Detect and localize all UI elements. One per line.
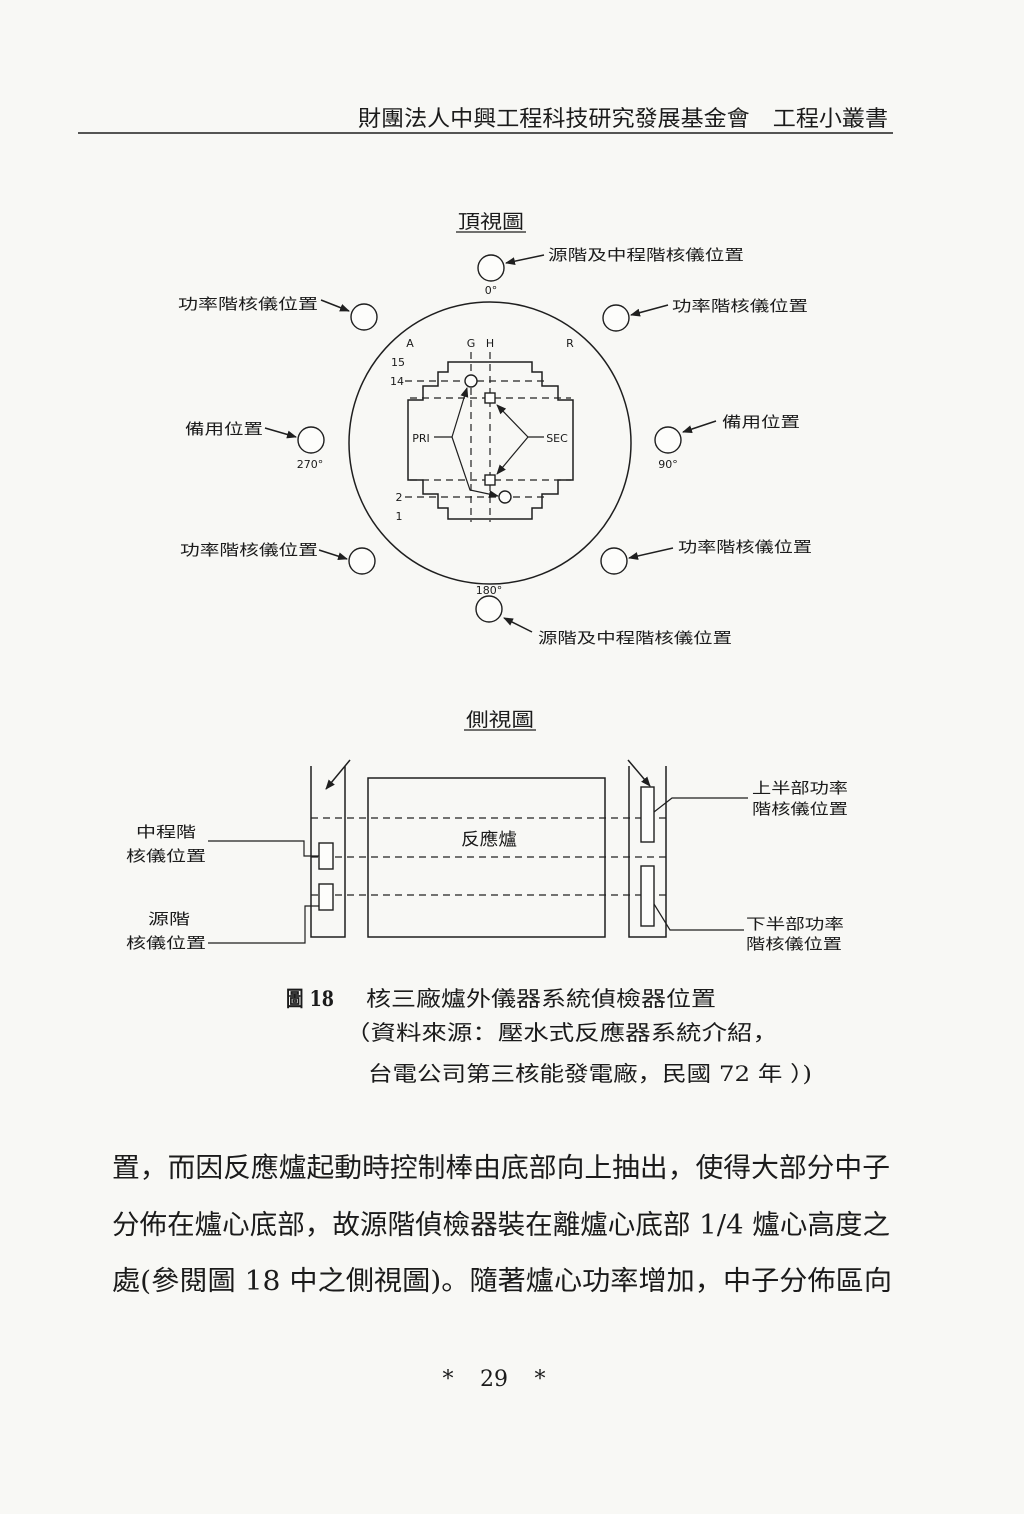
label-lower-power-line1: 下半部功率: [746, 915, 844, 933]
label-source-intermediate-bottom: 源階及中程階核儀位置: [538, 629, 732, 647]
label-source-intermediate-top: 源階及中程階核儀位置: [548, 246, 744, 264]
arrow-power-lower-left: [318, 549, 348, 561]
arrow-spare-left: [264, 427, 297, 439]
arrow-source-intermediate-bottom: [503, 617, 533, 633]
label-source-line1: 源階: [148, 910, 190, 928]
left-well-arrow: [325, 759, 351, 790]
core-label-sec: SEC: [546, 432, 568, 445]
label-upper-power-line1: 上半部功率: [752, 779, 848, 797]
figure-source-line1: （資料來源：壓水式反應器系統介紹，: [345, 1021, 778, 1045]
leader-upper-power: [653, 797, 748, 813]
core-row-14: 14: [390, 375, 404, 388]
detector-well-left: [297, 426, 325, 454]
detector-well-lower-right: [600, 547, 628, 575]
label-upper-power-line2: 階核儀位置: [752, 800, 848, 818]
detector-well-right: [654, 426, 682, 454]
page-number-right-mark: *: [535, 1367, 546, 1392]
core-outline: [407, 361, 574, 520]
top-view-title: 頂視圖: [458, 211, 524, 233]
body-line: 處(參閱圖 18 中之側視圖)。隨著爐心功率增加，中子分佈區向: [112, 1266, 892, 1297]
side-view-diagram: 側視圖 反應爐 中程階 核儀位置 源階 核儀位置 上半部功率 階核儀位置 下半部…: [126, 709, 848, 953]
core-row-1: 1: [396, 510, 403, 523]
running-header-title: 財團法人中興工程科技研究發展基金會 工程小叢書: [358, 107, 888, 132]
label-intermediate-line2: 核儀位置: [126, 847, 206, 865]
figure-source-line2: 台電公司第三核能發電廠，民國 72 年 ）): [368, 1062, 812, 1086]
label-spare-left: 備用位置: [185, 420, 263, 438]
detector-well-lower-left: [348, 547, 376, 575]
page-number: * 29 *: [443, 1367, 546, 1392]
label-power-upper-right: 功率階核儀位置: [672, 297, 808, 315]
label-lower-power-line2: 階核儀位置: [746, 935, 842, 953]
label-power-lower-right: 功率階核儀位置: [678, 538, 812, 556]
angle-label-0: 0°: [485, 284, 498, 297]
core-row-15: 15: [391, 356, 405, 369]
side-view-title: 側視圖: [466, 709, 534, 731]
sec-leader-upper: [496, 404, 544, 438]
arrow-power-lower-right: [628, 547, 674, 560]
label-source-line2: 核儀位置: [126, 934, 206, 952]
label-power-upper-left: 功率階核儀位置: [178, 295, 318, 313]
arrow-power-upper-left: [320, 299, 350, 312]
core-col-a: A: [406, 337, 414, 350]
angle-label-90: 90°: [658, 458, 678, 471]
reactor-vessel-circle: [348, 301, 632, 585]
body-paragraph: 置，而因反應爐起動時控制棒由底部向上抽出，使得大部分中子 分佈在爐心底部，故源階…: [112, 1153, 892, 1297]
page-number-value: 29: [480, 1367, 508, 1392]
secondary-source-upper: [484, 392, 496, 404]
leader-source: [208, 905, 319, 944]
core-label-pri: PRI: [412, 432, 430, 445]
core-col-h: H: [486, 337, 494, 350]
pri-leader-lower: [451, 436, 499, 499]
pri-leader-upper: [434, 387, 469, 438]
body-line: 分佈在爐心底部，故源階偵檢器裝在離爐心底部 1/4 爐心高度之: [112, 1210, 890, 1241]
label-power-lower-left: 功率階核儀位置: [180, 541, 318, 559]
core-map: A G H R 15 14 2 1 PRI SEC: [390, 337, 574, 523]
core-row-2: 2: [396, 491, 403, 504]
page-number-left-mark: *: [443, 1367, 454, 1392]
detector-well-upper-right: [602, 304, 630, 332]
lower-power-range-detector: [640, 865, 655, 927]
reactor-label: 反應爐: [461, 829, 517, 850]
right-detector-well: [628, 766, 667, 938]
label-spare-right: 備用位置: [722, 413, 800, 431]
secondary-source-lower: [484, 474, 496, 486]
leader-lower-power: [653, 903, 744, 931]
angle-label-180: 180°: [476, 584, 503, 597]
arrow-spare-right: [682, 420, 717, 433]
primary-source-lower: [498, 490, 512, 504]
upper-power-range-detector: [640, 786, 655, 843]
right-well-arrow: [627, 759, 651, 787]
top-view-diagram: 頂視圖 0° 270° 90° 180° 源階及中程階核儀位置 功率階核儀位置 …: [178, 211, 812, 647]
left-detector-well: [310, 766, 346, 938]
core-col-r: R: [566, 337, 574, 350]
figure-title: 核三廠爐外儀器系統偵檢器位置: [366, 987, 716, 1011]
intermediate-range-detector: [318, 842, 334, 870]
detector-well-bottom: [475, 595, 503, 623]
label-intermediate-line1: 中程階: [136, 823, 196, 841]
source-range-detector: [318, 883, 334, 911]
angle-label-270: 270°: [297, 458, 324, 471]
figure-number: 圖 18: [286, 986, 334, 1011]
body-line: 置，而因反應爐起動時控制棒由底部向上抽出，使得大部分中子: [112, 1153, 890, 1184]
figure-caption: 圖 18 核三廠爐外儀器系統偵檢器位置 （資料來源：壓水式反應器系統介紹， 台電…: [286, 986, 812, 1086]
core-col-g: G: [467, 337, 476, 350]
arrow-power-upper-right: [630, 304, 669, 317]
primary-source-upper: [464, 374, 478, 388]
detector-well-top: [477, 254, 505, 282]
sec-leader-lower: [496, 436, 529, 475]
leader-intermediate: [208, 840, 319, 857]
detector-well-upper-left: [350, 303, 378, 331]
arrow-source-intermediate-top: [505, 254, 545, 266]
